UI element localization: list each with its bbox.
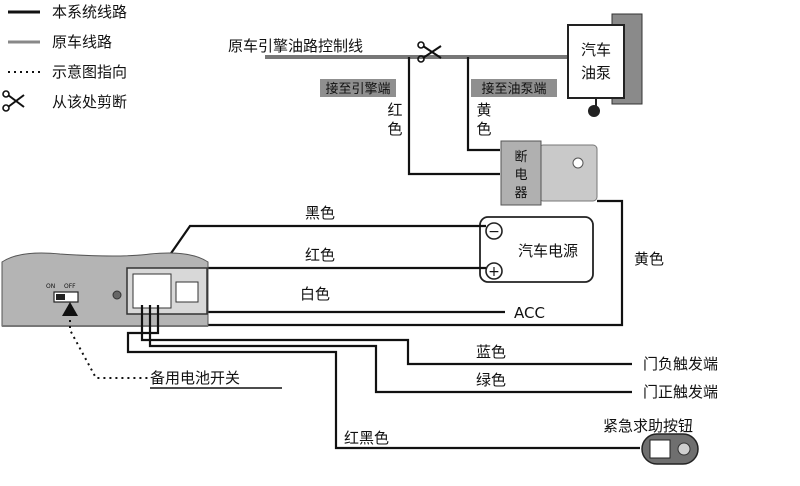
plus-terminal-icon bbox=[485, 262, 503, 280]
cut-scissors-icon bbox=[417, 41, 442, 63]
red-black-wire-label: 红黑色 bbox=[344, 429, 389, 447]
red-wire-to-engine bbox=[407, 57, 500, 176]
connector-plug bbox=[132, 273, 172, 309]
white-wire-label: 白色 bbox=[300, 285, 330, 303]
black-wire-label: 黑色 bbox=[305, 204, 335, 222]
panic-button-knob bbox=[677, 442, 691, 456]
yellow-wire-label: 黄色 bbox=[634, 250, 664, 268]
fuel-pump: 汽车 油泵 bbox=[567, 13, 643, 117]
car-power-label: 汽车电源 bbox=[518, 242, 578, 260]
red-vertical-label-2: 色 bbox=[387, 120, 402, 138]
engine-oil-control-line-label: 原车引擎油路控制线 bbox=[228, 37, 363, 55]
door-positive-label: 门正触发端 bbox=[643, 383, 718, 401]
green-wire-label: 绿色 bbox=[476, 371, 506, 389]
plus-sign: + bbox=[488, 264, 500, 280]
tag-pump-end-label: 接至油泵端 bbox=[481, 81, 546, 97]
backup-switch-label: 备用电池开关 bbox=[150, 369, 240, 387]
switch-on-label: ON bbox=[46, 283, 55, 290]
tag-engine-end-label: 接至引擎端 bbox=[325, 81, 390, 97]
blue-wire-label: 蓝色 bbox=[476, 343, 506, 361]
minus-sign: − bbox=[488, 224, 500, 240]
legend-original-line-label: 原车线路 bbox=[52, 33, 112, 51]
relay: 断 电 器 bbox=[500, 140, 598, 206]
red-black-wire bbox=[126, 305, 640, 450]
tag-pump-end bbox=[471, 79, 557, 97]
scissors-icon bbox=[2, 90, 25, 112]
fuel-pump-label-2: 油泵 bbox=[581, 64, 611, 82]
red-wire-label: 红色 bbox=[305, 246, 335, 264]
connector-aux bbox=[175, 281, 199, 303]
switch-off-label: OFF bbox=[64, 283, 76, 290]
legend-pointer-label: 示意图指向 bbox=[52, 63, 127, 81]
legend-cut-label: 从该处剪断 bbox=[52, 93, 127, 111]
red-vertical-label-1: 红 bbox=[387, 101, 402, 119]
yellow-vertical-label-1: 黄 bbox=[476, 101, 491, 119]
minus-terminal-icon bbox=[485, 222, 503, 240]
legend-system-line-label: 本系统线路 bbox=[52, 3, 127, 21]
alarm-main-unit: ON OFF bbox=[1, 252, 209, 327]
panic-button-icon bbox=[649, 439, 671, 459]
red-wire bbox=[165, 266, 486, 274]
panic-button[interactable] bbox=[641, 433, 699, 465]
relay-label-1: 断 bbox=[514, 150, 527, 165]
tag-engine-end bbox=[320, 79, 396, 97]
pump-terminal bbox=[588, 105, 600, 117]
blue-wire bbox=[140, 305, 632, 366]
fuel-pump-label-1: 汽车 bbox=[581, 41, 611, 59]
legend: 本系统线路 原车线路 示意图指向 从该处剪断 bbox=[2, 3, 127, 112]
backup-battery-switch[interactable] bbox=[53, 291, 79, 303]
acc-label: ACC bbox=[514, 304, 545, 322]
relay-label-2: 电 bbox=[514, 168, 527, 183]
switch-knob bbox=[56, 294, 65, 300]
yellow-vertical-label-2: 色 bbox=[476, 120, 491, 138]
yellow-wire-to-pump bbox=[466, 57, 500, 152]
panic-button-label: 紧急求助按钮 bbox=[603, 417, 693, 435]
status-led bbox=[112, 290, 122, 300]
switch-pointer bbox=[69, 308, 148, 379]
relay-label-3: 器 bbox=[514, 186, 527, 201]
door-negative-label: 门负触发端 bbox=[643, 355, 718, 373]
arrow-up-icon bbox=[62, 302, 78, 316]
car-power: − + 汽车电源 bbox=[479, 216, 594, 283]
